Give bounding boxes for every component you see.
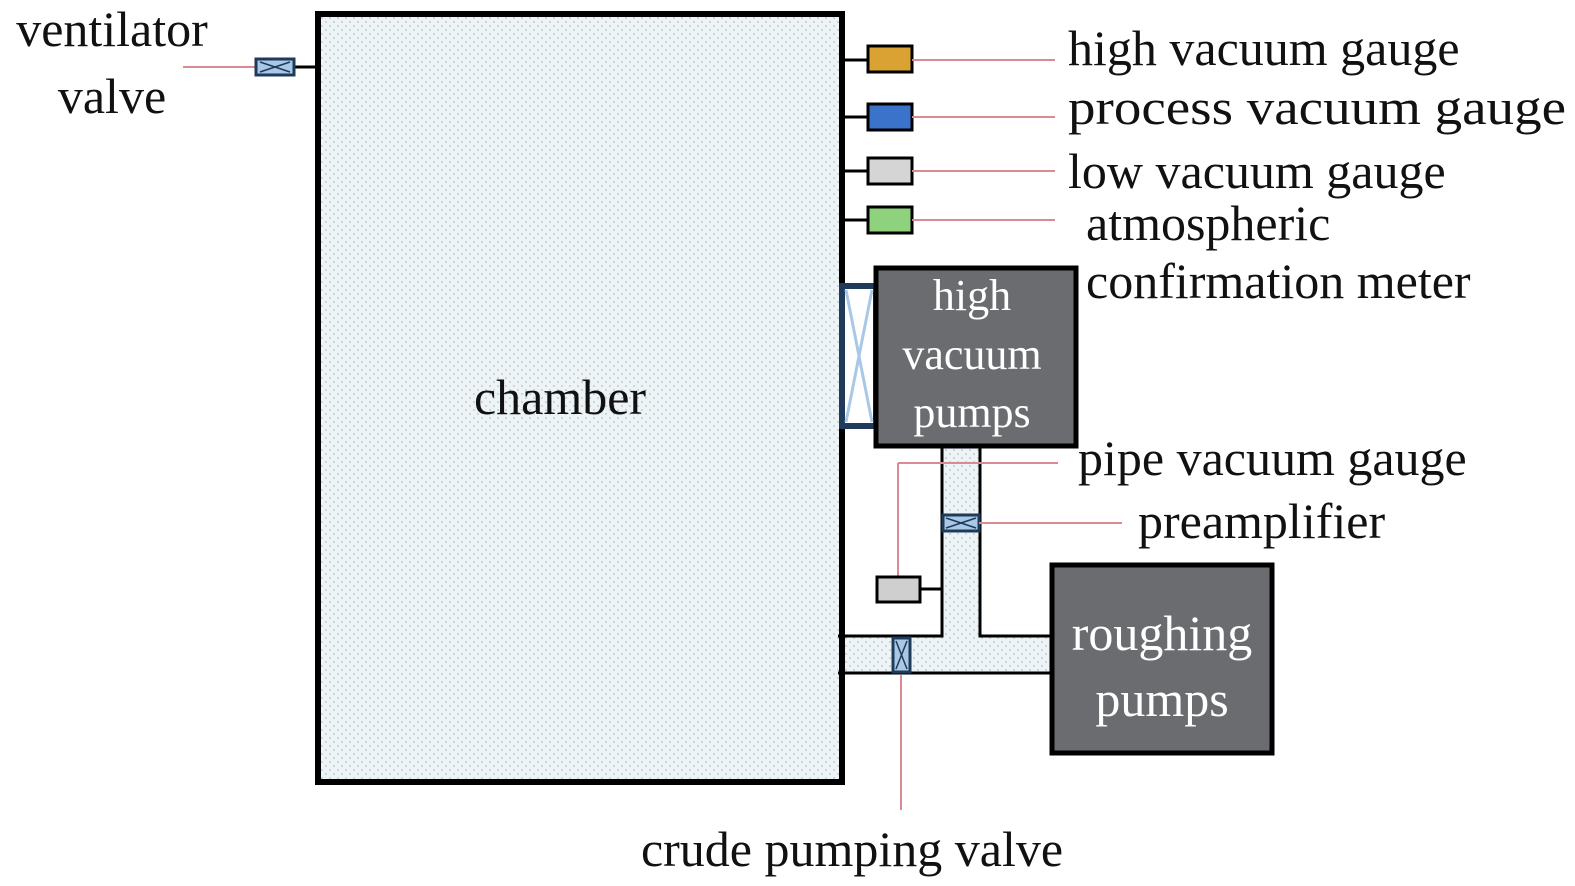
atmospheric-meter-icon [866,205,914,235]
pipe-vacuum-gauge-icon [875,575,922,604]
atmospheric-label-1: atmospheric [1086,195,1330,251]
ventilator-valve-label-1: ventilator [16,1,208,57]
ventilator-valve-label-2: valve [58,68,166,124]
pipe-area-horizontal [838,637,1052,673]
low-vacuum-gauge-label: low vacuum gauge [1068,143,1446,199]
chamber-label: chamber [474,369,646,425]
pipe-line-inner [978,447,1052,638]
preamplifier-label: preamplifier [1138,493,1385,549]
roughing-pumps-box [1049,562,1275,756]
ventilator-valve-icon [254,57,296,77]
roughing-pumps-label-2: pumps [1095,671,1228,727]
roughing-pumps-label-1: roughing [1072,605,1253,661]
high-vacuum-pumps-label-1: high [933,271,1011,320]
pipe-area-vertical [942,447,980,637]
high-vacuum-pumps-label-3: pumps [913,388,1030,437]
crude-pumping-valve-label: crude pumping valve [641,821,1063,877]
pipe-line-upper [838,447,944,638]
preamplifier-valve-icon [941,513,981,533]
pipe-vacuum-gauge-label: pipe vacuum gauge [1078,430,1467,486]
high-vacuum-pumps-box [873,265,1079,449]
process-vacuum-gauge-label: process vacuum gauge [1068,79,1566,135]
high-vacuum-gauge-icon [866,44,914,74]
atmospheric-label-2: confirmation meter [1086,253,1471,309]
gate-valve-icon [839,283,879,429]
process-vacuum-gauge-icon [866,102,914,132]
chamber-box [315,11,845,785]
high-vacuum-gauge-label: high vacuum gauge [1068,20,1460,76]
crude-pumping-valve-icon [891,636,912,674]
high-vacuum-pumps-label-2: vacuum [902,330,1041,379]
low-vacuum-gauge-icon [866,156,914,186]
